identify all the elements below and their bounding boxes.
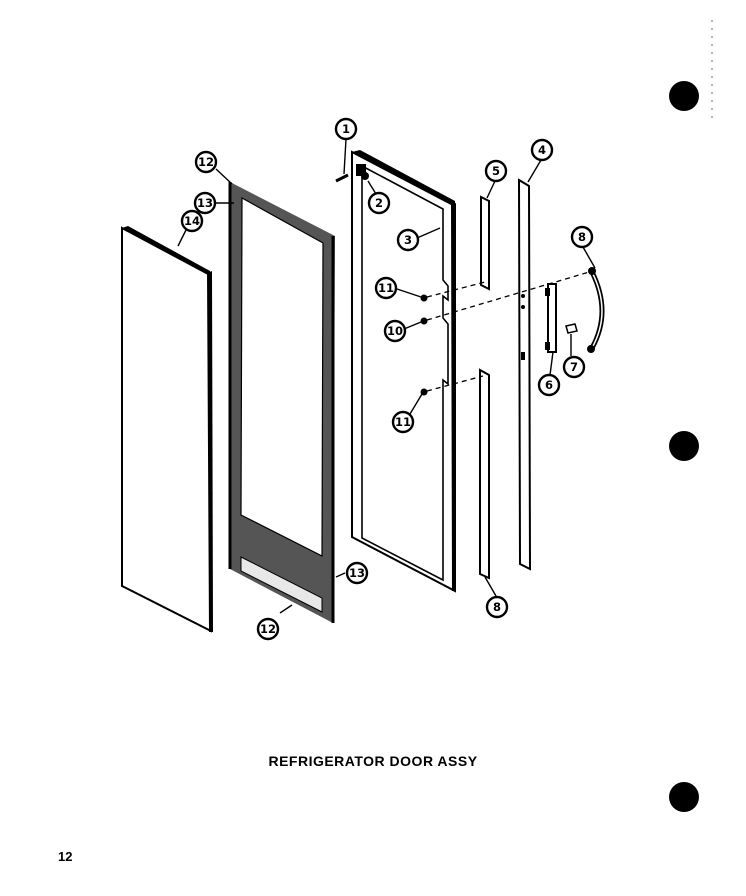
callout-12-top: 12 [194, 150, 218, 174]
screw-11-lower [420, 388, 428, 396]
upper-trim-strip [480, 195, 490, 291]
inner-door-frame [351, 150, 456, 593]
handle-bracket [545, 283, 557, 353]
callout-1-label: 1 [342, 122, 350, 136]
callout-8-handle-label: 8 [578, 230, 586, 244]
callout-3-label: 3 [404, 233, 412, 247]
diagram-title: REFRIGERATOR DOOR ASSY [268, 753, 478, 769]
screw-1 [335, 173, 349, 183]
binder-hole-middle [669, 431, 699, 461]
callout-13-top: 13 [193, 191, 217, 215]
callout-7: 7 [562, 355, 586, 379]
screw-cap [565, 323, 578, 334]
callout-8-strip-label: 8 [493, 600, 501, 614]
callout-2: 2 [367, 191, 391, 215]
callout-6: 6 [537, 373, 561, 397]
callout-2-label: 2 [375, 196, 383, 210]
binder-hole-bottom [669, 782, 699, 812]
callout-5-label: 5 [492, 164, 500, 178]
callout-13-bottom-label: 13 [349, 566, 365, 580]
page-number: 12 [58, 849, 73, 864]
callout-13-bottom: 13 [345, 561, 369, 585]
callout-1: 1 [334, 117, 358, 141]
callout-4-label: 4 [538, 143, 546, 157]
outer-door-panel [121, 226, 213, 633]
callout-11-upper: 11 [374, 276, 398, 300]
callout-12-bottom: 12 [256, 617, 280, 641]
lower-trim-strip [479, 368, 490, 580]
plug-2 [361, 172, 369, 180]
door-handle [587, 267, 605, 353]
callout-10-label: 10 [387, 324, 403, 338]
callout-12-top-label: 12 [198, 155, 214, 169]
assembly-lines [426, 269, 597, 392]
door-liner-gasket [228, 182, 335, 623]
screw-10 [420, 317, 428, 325]
screw-11-upper [420, 294, 428, 302]
side-trim-bar [517, 178, 532, 571]
callout-10: 10 [383, 319, 407, 343]
callout-8-handle: 8 [570, 225, 594, 249]
callout-12-bottom-label: 12 [260, 622, 276, 636]
callout-11-upper-label: 11 [378, 281, 394, 295]
callout-5: 5 [484, 159, 508, 183]
binder-hole-top [669, 81, 699, 111]
callout-13-top-label: 13 [197, 196, 213, 210]
callout-14: 14 [180, 209, 204, 233]
callout-11-lower: 11 [391, 410, 415, 434]
callout-6-label: 6 [545, 378, 553, 392]
callout-11-lower-label: 11 [395, 415, 411, 429]
callout-4: 4 [530, 138, 554, 162]
callout-14-label: 14 [184, 214, 200, 228]
callout-3: 3 [396, 228, 420, 252]
callout-8-strip: 8 [485, 595, 509, 619]
callout-7-label: 7 [570, 360, 578, 374]
leader-lines [177, 138, 596, 614]
